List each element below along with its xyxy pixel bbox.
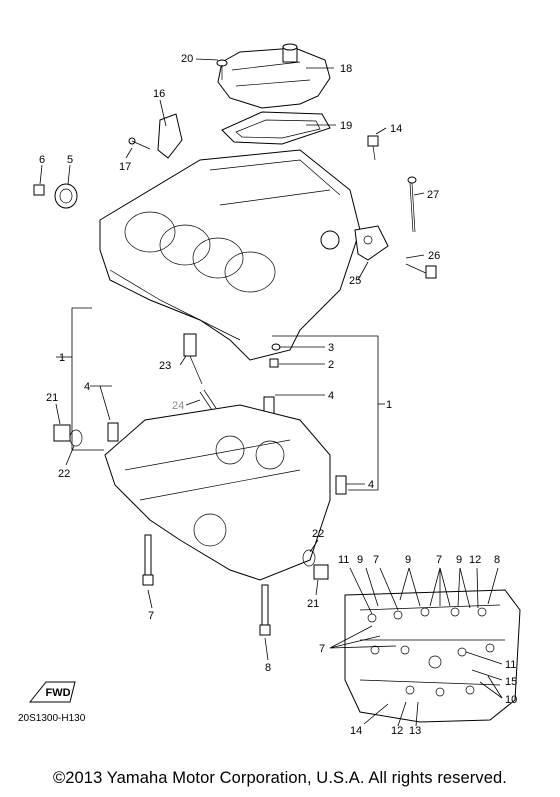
callout-13: 13 <box>409 725 421 737</box>
callout-11-right: 11 <box>505 659 516 671</box>
callout-16: 16 <box>153 88 165 100</box>
callout-22-left: 22 <box>58 468 70 480</box>
callout-labels: 20 18 16 19 14 6 5 17 27 26 25 1 23 3 2 … <box>39 53 517 737</box>
screw-17-part <box>128 137 151 150</box>
callout-25: 25 <box>349 275 361 287</box>
callout-26: 26 <box>428 250 440 262</box>
callout-8-left: 8 <box>265 662 271 674</box>
callout-20: 20 <box>181 53 193 65</box>
dipstick-part <box>407 176 417 233</box>
bottom-view-assembly <box>344 589 521 723</box>
callout-27: 27 <box>427 189 439 201</box>
small-bolts <box>269 343 281 368</box>
callout-4-right-bottom: 4 <box>368 479 374 491</box>
callout-9-a: 9 <box>357 554 363 566</box>
plug-right-part <box>302 549 329 580</box>
callout-7-b: 7 <box>436 554 442 566</box>
bolt-6-part <box>33 184 45 196</box>
gasket-part <box>221 111 331 145</box>
callout-9-b: 9 <box>405 554 411 566</box>
callout-8-top: 8 <box>494 554 500 566</box>
callout-10: 10 <box>505 694 517 706</box>
callout-6: 6 <box>39 154 45 166</box>
callout-15: 15 <box>505 676 517 688</box>
callout-18: 18 <box>340 63 352 75</box>
callout-7-a: 7 <box>373 554 379 566</box>
callout-1-right: 1 <box>386 399 392 411</box>
callout-17: 17 <box>119 161 131 173</box>
long-bolt-7-part <box>142 534 154 586</box>
fwd-arrow-icon: FWD <box>28 681 76 703</box>
callout-14: 14 <box>390 123 402 135</box>
callout-2: 2 <box>328 359 334 371</box>
oil-switch-part <box>183 333 203 385</box>
callout-14-bottom: 14 <box>350 725 362 737</box>
callout-12-bottom: 12 <box>391 725 403 737</box>
part-24 <box>199 389 217 411</box>
bolt-14-part <box>367 135 379 161</box>
callout-5: 5 <box>67 154 73 166</box>
bracket-part <box>354 225 389 261</box>
callout-19: 19 <box>340 120 352 132</box>
callout-11-top: 11 <box>338 554 349 566</box>
callout-21-right: 21 <box>307 598 319 610</box>
callout-4-left: 4 <box>84 381 90 393</box>
callout-3: 3 <box>328 342 334 354</box>
callout-12-top: 12 <box>469 554 481 566</box>
head-cover-part <box>217 43 331 109</box>
plate-16-part <box>157 113 183 159</box>
diagram-code: 20S1300-H130 <box>18 713 86 724</box>
bolt-26-part <box>405 263 437 279</box>
callout-1-left: 1 <box>59 352 65 364</box>
long-bolt-8-part <box>259 584 271 636</box>
lower-crankcase-part <box>104 404 331 581</box>
fwd-label: FWD <box>45 687 70 699</box>
callout-4-right-top: 4 <box>328 390 334 402</box>
callout-23: 23 <box>159 360 171 372</box>
callout-7-mid: 7 <box>319 643 325 655</box>
copyright-notice: ©2013 Yamaha Motor Corporation, U.S.A. A… <box>53 769 507 787</box>
callout-7-left: 7 <box>148 610 154 622</box>
callout-22-right: 22 <box>312 528 324 540</box>
bolt-20-part <box>216 59 228 80</box>
callout-24: 24 <box>172 400 184 412</box>
leader-lines <box>39 58 503 727</box>
callout-21-left: 21 <box>46 392 58 404</box>
upper-crankcase-part <box>99 149 361 361</box>
cover-5-part <box>54 183 78 209</box>
callout-9-c: 9 <box>456 554 462 566</box>
plug-left-part <box>53 424 83 447</box>
